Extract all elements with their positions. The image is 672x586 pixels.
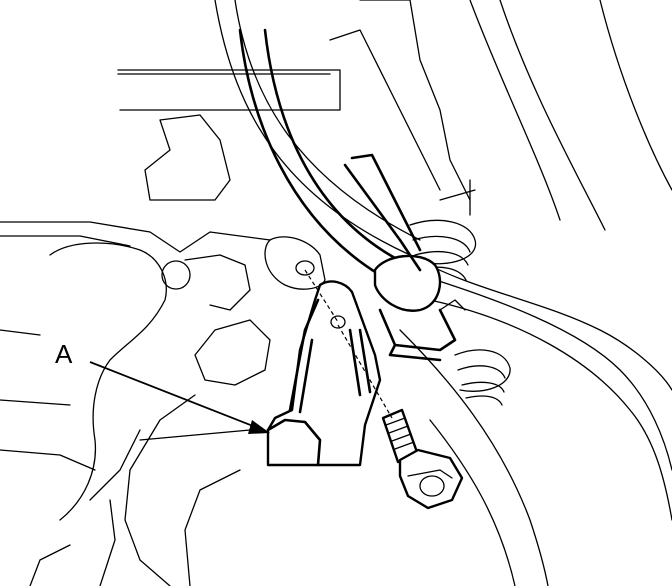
mounting-boss <box>264 236 326 290</box>
callout-leader <box>89 361 270 434</box>
cable-clamp <box>343 153 466 362</box>
alignment-line <box>337 324 393 419</box>
bracket-a <box>266 280 382 467</box>
hose-outline <box>214 0 672 586</box>
callout-label-a: A <box>55 339 73 369</box>
bolt <box>381 408 464 510</box>
engine-outline <box>0 69 341 586</box>
alignment-line <box>304 269 339 323</box>
cable-tube <box>238 28 442 312</box>
